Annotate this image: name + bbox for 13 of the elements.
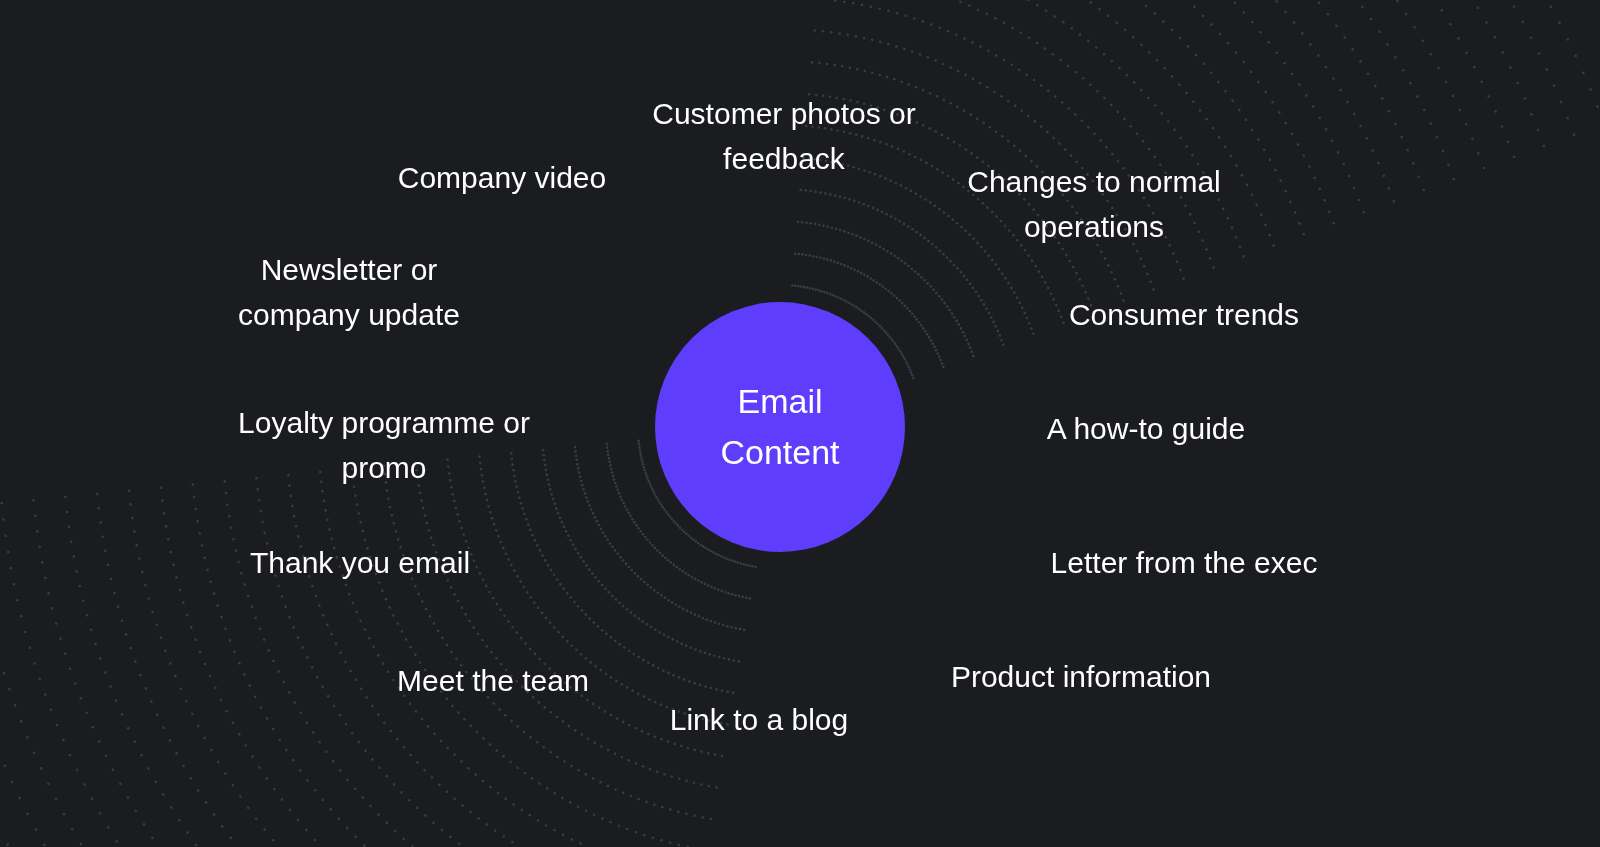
topic-label: Link to a blog: [668, 701, 850, 738]
topic-label: Newsletter or company update: [237, 252, 461, 333]
topic-label: Letter from the exec: [1049, 544, 1319, 581]
topic-label: Product information: [949, 658, 1213, 695]
topic-label: Changes to normal operations: [966, 164, 1222, 245]
topic-label: Consumer trends: [1067, 296, 1301, 333]
topic-label: Customer photos or feedback: [651, 96, 917, 177]
topic-label: Company video: [396, 159, 608, 196]
hub-label: Email Content: [719, 381, 841, 473]
topic-label: Thank you email: [248, 544, 472, 581]
topic-label: A how-to guide: [1045, 410, 1247, 447]
topic-label: Loyalty programme or promo: [237, 405, 531, 486]
topic-label: Meet the team: [396, 662, 590, 699]
